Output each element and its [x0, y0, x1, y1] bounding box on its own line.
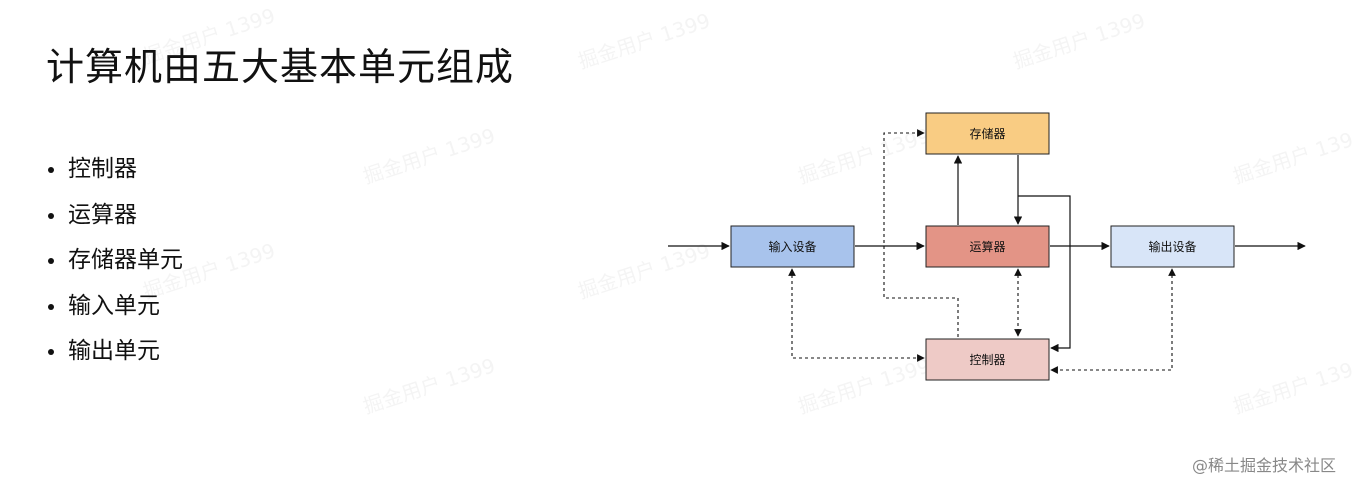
control-output-link — [1050, 268, 1176, 374]
control-signal-arrows — [788, 129, 1176, 374]
bullet-list: 控制器 运算器 存储器单元 输入单元 输出单元 — [48, 152, 183, 380]
bullet-item: 存储器单元 — [48, 243, 183, 289]
bullet-dot-icon — [48, 212, 54, 219]
source-credit: @稀土掘金技术社区 — [1191, 456, 1336, 475]
bullet-item: 输入单元 — [48, 289, 183, 335]
control-input-link — [788, 268, 925, 362]
bullet-item: 输出单元 — [48, 334, 183, 380]
controller-label: 控制器 — [969, 353, 1005, 367]
input-device-label: 输入设备 — [768, 239, 816, 254]
bullet-text: 输入单元 — [68, 292, 160, 319]
bullet-text: 输出单元 — [68, 338, 160, 364]
bullet-dot-icon — [48, 167, 54, 173]
bullet-dot-icon — [48, 349, 54, 355]
bullet-text: 存储器单元 — [68, 247, 183, 273]
bullet-text: 运算器 — [68, 201, 137, 228]
arrow-memory-to-control — [1018, 195, 1071, 353]
controller-box: 控制器 — [925, 338, 1050, 381]
memory-label: 存储器 — [969, 126, 1005, 141]
slide-title: 计算机由五大基本单元组成 — [46, 45, 515, 89]
alu-box: 运算器 — [925, 225, 1050, 268]
input-device-box: 输入设备 — [730, 225, 855, 268]
bullet-dot-icon — [48, 258, 54, 264]
control-to-memory — [883, 129, 959, 337]
bullet-item: 运算器 — [48, 198, 183, 244]
bullet-dot-icon — [48, 303, 54, 310]
memory-box: 存储器 — [925, 112, 1050, 155]
alu-label: 运算器 — [969, 239, 1005, 254]
bullet-item: 控制器 — [48, 152, 183, 198]
output-device-label: 输出设备 — [1148, 239, 1196, 254]
bullet-text: 控制器 — [68, 156, 137, 182]
output-device-box: 输出设备 — [1110, 225, 1235, 268]
